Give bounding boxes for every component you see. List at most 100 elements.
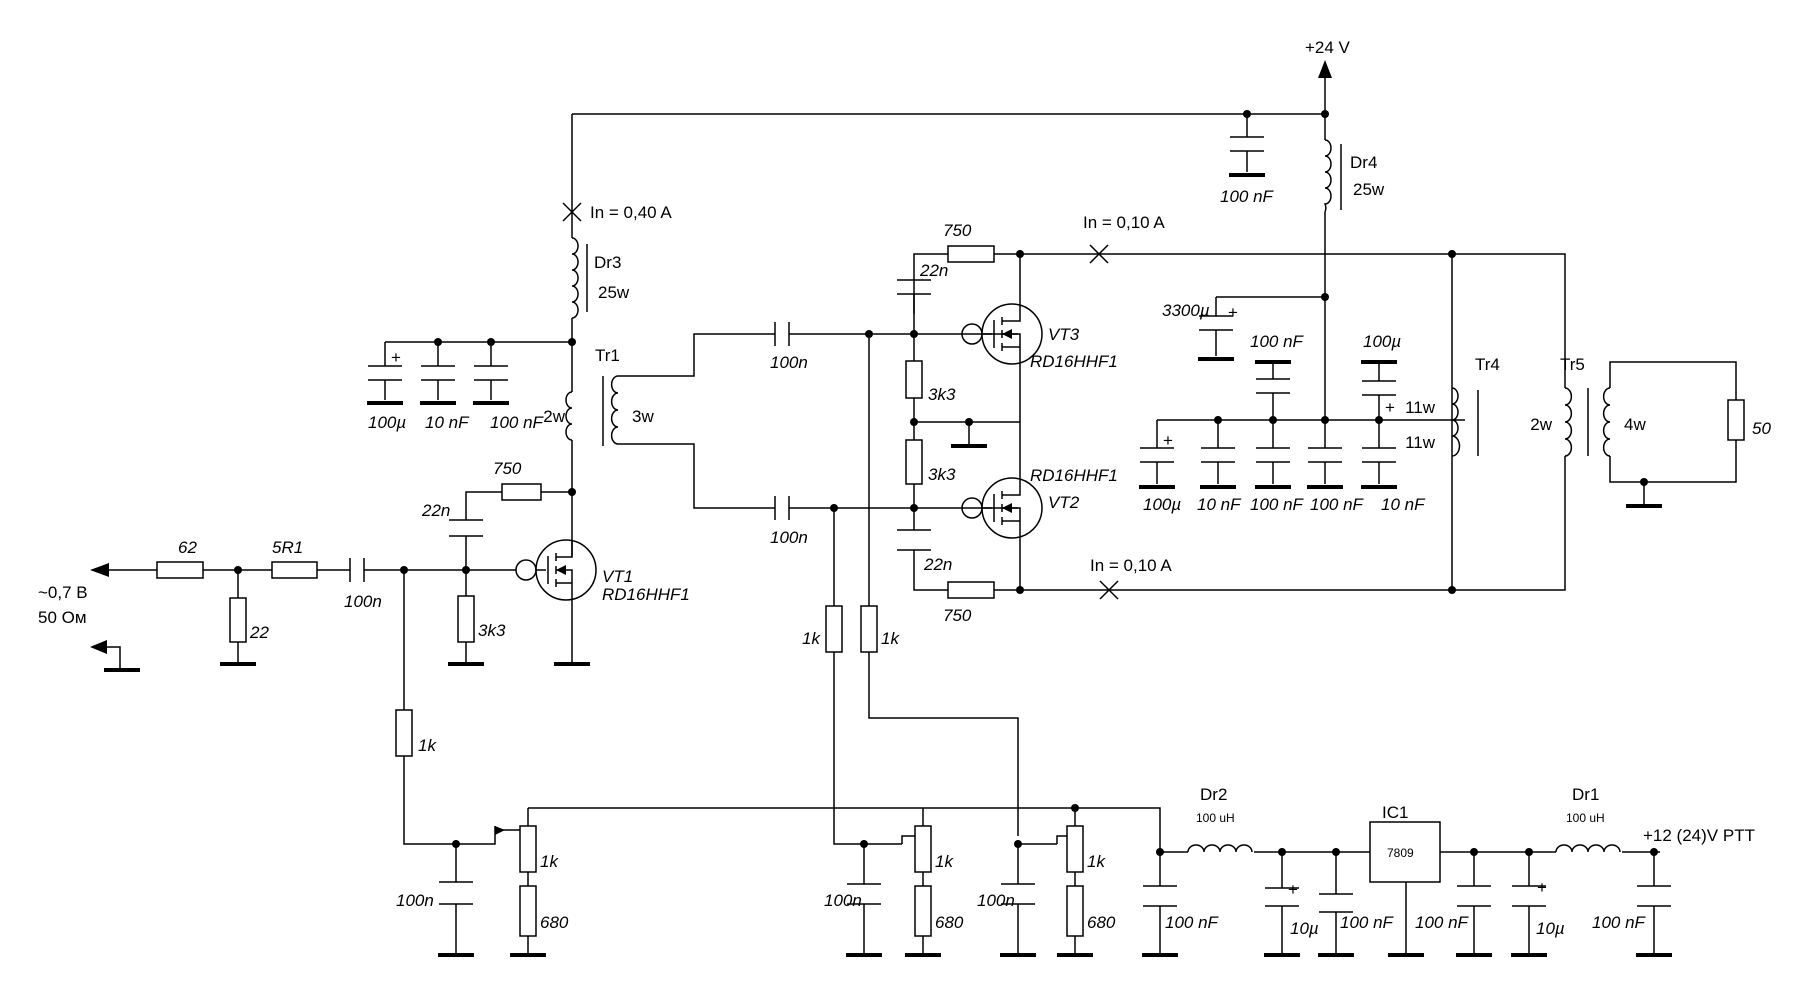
label-c10n-row: 10 nF [1197, 495, 1242, 514]
label-tr1-primary: 2w [543, 407, 565, 426]
capacitor-100nf-reg-c [1457, 885, 1491, 907]
label-r680-2: 680 [935, 913, 964, 932]
inductor-dr1 [1555, 844, 1621, 853]
label-r680-3: 680 [1087, 913, 1116, 932]
transistor-vt2 [961, 477, 1043, 539]
resistor-1k-b [825, 605, 843, 653]
capacitor-100n-bias3 [1001, 883, 1035, 905]
junctions [234, 110, 1658, 856]
resistor-3k3-vt1 [457, 595, 475, 643]
transformer-tr5 [1564, 387, 1611, 457]
capacitor-22n-vt3 [897, 279, 931, 295]
resistor-62 [156, 561, 204, 579]
label-vt1: VT1 [602, 567, 633, 586]
label-c3300u: 3300µ [1162, 301, 1210, 320]
capacitor-100nf-top [1229, 136, 1265, 177]
label-r1k-c: 1k [881, 629, 900, 648]
label-c100n-reg-a: 100 nF [1165, 913, 1220, 932]
current-cross-icon-vt1 [562, 202, 582, 222]
capacitor-100nf-reg-a [1143, 885, 1177, 907]
plus-sign-10u-b: + [1537, 878, 1547, 897]
label-vt3: VT3 [1048, 325, 1080, 344]
potentiometer-2 [901, 825, 932, 873]
label-r1k-a: 1k [418, 736, 437, 755]
label-vt2: VT2 [1048, 493, 1080, 512]
label-c100n-g2: 100n [770, 528, 808, 547]
label-r3k3-b: 3k3 [928, 465, 956, 484]
label-c100n-reg-b: 100 nF [1340, 913, 1395, 932]
label-c100n-row1: 100 nF [1250, 495, 1305, 514]
label-c100n-dr3: 100 nF [490, 413, 545, 432]
capacitor-100nf-reg-d [1637, 885, 1671, 907]
potentiometer-3 [1056, 825, 1084, 873]
capacitor-100u-row [1139, 447, 1175, 489]
input-arrow-icon [90, 563, 140, 672]
label-c10u-a: 10µ [1290, 919, 1319, 938]
label-tr1: Tr1 [595, 346, 620, 365]
resistor-5r1 [271, 561, 318, 579]
label-pot3: 1k [1087, 852, 1106, 871]
label-tr5: Tr5 [1560, 355, 1585, 374]
capacitor-100u-row-upper [1361, 360, 1397, 396]
resistor-750-vt1 [501, 483, 542, 501]
label-dr4: Dr4 [1350, 153, 1377, 172]
label-dr4-turns: 25w [1353, 180, 1385, 199]
label-dr1-val: 100 uH [1566, 811, 1605, 825]
supply-24v-arrow-icon [1318, 60, 1332, 78]
label-tr1-secondary: 3w [632, 407, 654, 426]
capacitor-10nf-dr3 [420, 365, 456, 405]
capacitor-100nf-row-1 [1255, 447, 1291, 489]
capacitor-100n-bias1 [439, 881, 473, 905]
label-ic1: IC1 [1382, 803, 1408, 822]
label-c100n-b1: 100 nF [1250, 332, 1305, 351]
label-pot2: 1k [935, 852, 954, 871]
label-tr4: Tr4 [1475, 355, 1500, 374]
capacitor-100nf-dr3 [473, 365, 509, 405]
transistor-vt1 [515, 539, 597, 601]
label-r22: 22 [249, 623, 269, 642]
label-c100n-row2: 100 nF [1310, 495, 1365, 514]
resistor-1k-c [860, 605, 878, 653]
label-c100u-dr3: 100µ [368, 413, 406, 432]
capacitor-10u-a [1265, 887, 1299, 907]
plus-sign-100u-b: + [1385, 398, 1395, 417]
capacitor-22n-vt1 [449, 519, 483, 537]
label-r750-vt1: 750 [493, 459, 522, 478]
inductor-dr3 [571, 237, 588, 319]
label-vt3-type: RD16HHF1 [1030, 352, 1118, 371]
ground-icons [220, 444, 1672, 957]
current-label-vt3: In = 0,10 A [1083, 213, 1165, 232]
label-r680-1: 680 [540, 913, 569, 932]
capacitor-100nf-row-upper [1255, 360, 1291, 394]
resistor-3k3-a [905, 360, 923, 399]
label-vt1-type: RD16HHF1 [602, 585, 690, 604]
plus-sign-100u-row: + [1163, 431, 1173, 450]
resistor-750-vt3 [947, 245, 995, 263]
transistor-vt3 [961, 303, 1043, 365]
resistor-load-50 [1727, 399, 1745, 441]
capacitor-100nf-reg-b [1319, 893, 1353, 913]
label-c100n-reg-d: 100 nF [1592, 913, 1647, 932]
label-vt2-type: RD16HHF1 [1030, 466, 1118, 485]
label-c10n-row2: 10 nF [1381, 495, 1426, 514]
label-rload: 50 [1752, 419, 1771, 438]
plus-sign-3300u: + [1228, 303, 1238, 322]
transformer-tr1 [565, 375, 619, 446]
label-r5r1: 5R1 [272, 538, 303, 557]
label-dr3-turns: 25w [598, 283, 630, 302]
capacitor-3300u [1198, 315, 1234, 361]
inductor-dr2 [1187, 844, 1253, 853]
potentiometer-1 [495, 825, 537, 873]
capacitor-100nf-row-2 [1307, 447, 1343, 489]
resistor-680-2 [914, 885, 932, 937]
label-c100n-bias3: 100n [977, 891, 1015, 910]
plus-sign-100u-dr3: + [391, 348, 401, 367]
label-tr5-primary: 2w [1530, 415, 1552, 434]
label-c100n-reg-c: 100 nF [1415, 913, 1470, 932]
label-c100u-b: 100µ [1363, 332, 1401, 351]
label-dr2-val: 100 uH [1196, 811, 1235, 825]
label-r3k3-vt1: 3k3 [478, 621, 506, 640]
capacitor-10u-b [1512, 885, 1546, 907]
inductor-dr4 [1323, 139, 1342, 213]
